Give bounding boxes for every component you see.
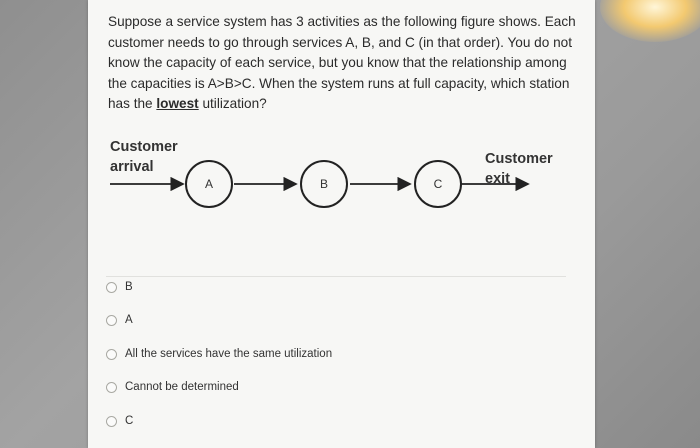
customer-arrival-line2: arrival	[110, 159, 154, 175]
radio-button[interactable]	[106, 314, 117, 326]
option-label: A	[125, 314, 133, 326]
question-text-part2: utilization?	[198, 96, 267, 111]
radio-button[interactable]	[106, 281, 117, 293]
customer-exit-line2: exit	[485, 171, 510, 187]
radio-button[interactable]	[106, 415, 117, 427]
divider-top	[106, 276, 566, 277]
option-c[interactable]: C	[106, 415, 133, 427]
option-cannot-be-determined[interactable]: Cannot be determined	[106, 381, 239, 393]
customer-exit-line1: Customer	[485, 151, 553, 167]
node-b: B	[300, 160, 348, 208]
option-same-utilization[interactable]: All the services have the same utilizati…	[106, 348, 332, 360]
option-label: All the services have the same utilizati…	[125, 348, 333, 360]
radio-button[interactable]	[106, 381, 117, 393]
question-text: Suppose a service system has 3 activitie…	[108, 12, 578, 115]
customer-exit-label: Customer exit	[485, 149, 553, 189]
question-card: Suppose a service system has 3 activitie…	[88, 0, 595, 448]
question-text-part1: Suppose a service system has 3 activitie…	[108, 14, 576, 111]
option-a[interactable]: A	[106, 314, 133, 326]
customer-arrival-label: Customer arrival	[110, 137, 178, 177]
radio-button[interactable]	[106, 348, 117, 360]
light-glare	[600, 0, 700, 42]
node-c: C	[414, 160, 462, 208]
option-label: C	[125, 415, 134, 427]
option-label: Cannot be determined	[125, 381, 239, 393]
option-b[interactable]: B	[106, 281, 133, 293]
customer-arrival-line1: Customer	[110, 139, 178, 155]
flow-arrows	[110, 176, 530, 192]
question-emphasis: lowest	[156, 96, 199, 111]
option-label: B	[125, 281, 133, 293]
node-a: A	[185, 160, 233, 208]
